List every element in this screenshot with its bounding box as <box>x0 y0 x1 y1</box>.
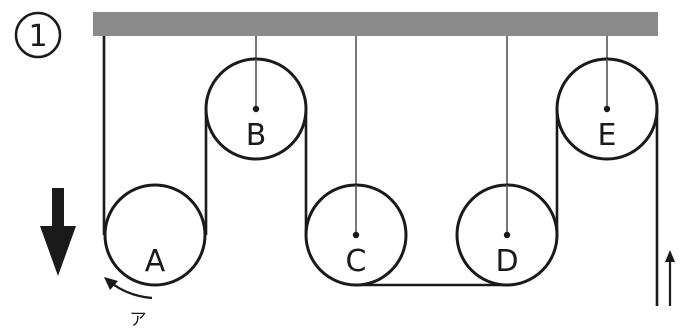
axle-d <box>503 231 511 239</box>
rope <box>102 36 659 306</box>
axle-dots <box>252 105 611 239</box>
rotation-arrow-icon <box>104 277 153 300</box>
pulley-e-label: E <box>598 118 617 153</box>
hanger-lines <box>255 36 608 235</box>
hanger-lines-inner <box>255 59 608 235</box>
axle-e <box>603 105 611 113</box>
axle-c <box>352 231 360 239</box>
up-arrow-icon <box>665 250 675 306</box>
pulley-d-label: D <box>495 244 518 279</box>
rotation-annotation: ア <box>130 310 147 330</box>
down-arrow-icon <box>40 188 76 276</box>
ceiling-bar <box>93 12 658 36</box>
pulley-a-label: A <box>145 244 166 279</box>
pulley-c-label: C <box>346 244 367 279</box>
figure-number: 1 <box>28 19 47 54</box>
axle-b <box>252 105 260 113</box>
figure-number-badge: 1 <box>14 11 62 59</box>
pulley-a <box>103 183 207 287</box>
pulley-b-label: B <box>246 118 267 153</box>
pulleys <box>103 57 659 287</box>
